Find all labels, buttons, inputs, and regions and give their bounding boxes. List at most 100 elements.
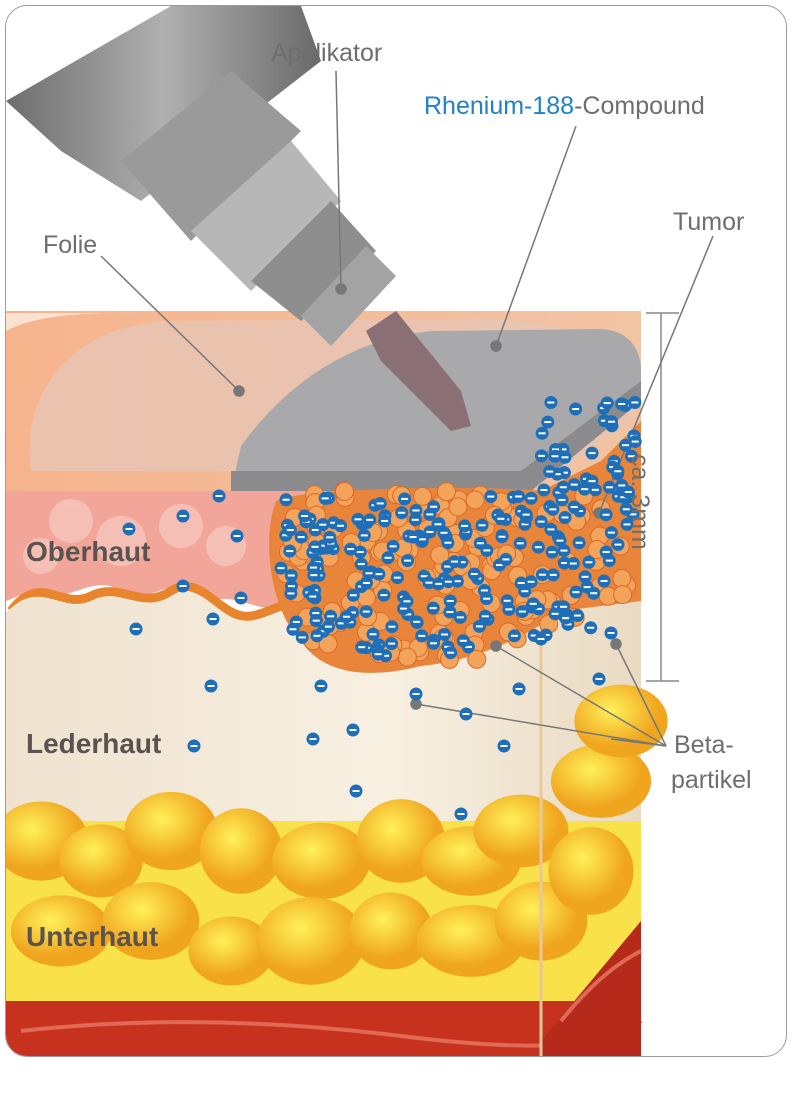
- beta-particle: [604, 526, 618, 540]
- beta-particle: [534, 515, 548, 529]
- depth-bracket: [646, 312, 679, 682]
- beta-particle: [567, 478, 581, 492]
- beta-particle: [323, 530, 337, 544]
- beta-particle: [230, 529, 244, 543]
- tumor-cell: [430, 545, 450, 565]
- beta-particle: [401, 554, 415, 568]
- beta-particle: [441, 536, 455, 550]
- layer-label-dermis: Lederhaut: [26, 728, 162, 759]
- beta-particle: [619, 502, 633, 516]
- fat-cell: [124, 791, 218, 871]
- beta-particle: [398, 492, 412, 506]
- beta-particle: [448, 555, 462, 569]
- beta-particle: [409, 503, 423, 517]
- beta-particle: [543, 465, 557, 479]
- label-tumor: Tumor: [673, 208, 745, 236]
- beta-particle: [234, 591, 248, 605]
- fat-cell: [272, 822, 370, 900]
- beta-particle: [553, 534, 567, 548]
- beta-particle: [426, 636, 440, 650]
- beta-particle: [567, 500, 581, 514]
- tumor-cell: [467, 649, 487, 669]
- beta-particle: [534, 632, 548, 646]
- beta-particle: [351, 512, 365, 526]
- beta-particle: [599, 545, 613, 559]
- beta-particle: [545, 545, 559, 559]
- fat-cell: [256, 897, 366, 985]
- beta-particle: [611, 464, 625, 478]
- beta-particle: [515, 605, 529, 619]
- label-compound-isotope: Rhenium-188: [424, 92, 575, 120]
- beta-particle: [377, 588, 391, 602]
- beta-particle: [357, 528, 371, 542]
- beta-particle: [495, 530, 509, 544]
- tumor-cell: [612, 568, 632, 588]
- beta-particle: [385, 620, 399, 634]
- beta-particle: [578, 570, 592, 584]
- beta-particle: [443, 594, 457, 608]
- beta-particle: [605, 415, 619, 429]
- beta-particle: [294, 530, 308, 544]
- beta-particle: [307, 568, 321, 582]
- beta-particle: [526, 597, 540, 611]
- beta-particle: [582, 555, 596, 569]
- label-foil: Folie: [43, 231, 98, 259]
- beta-particle: [514, 576, 528, 590]
- beta-particle: [558, 510, 572, 524]
- beta-particle: [346, 588, 360, 602]
- beta-particle: [349, 784, 363, 798]
- beta-particle: [544, 396, 558, 410]
- skin-illustration: [6, 6, 714, 1056]
- beta-particle: [559, 611, 573, 625]
- beta-particle: [284, 586, 298, 600]
- beta-particles: [122, 395, 642, 821]
- diagram-frame: Applikator Rhenium-188-Compound Folie Tu…: [5, 5, 787, 1057]
- beta-particle: [459, 707, 473, 721]
- layer-label-epidermis: Oberhaut: [26, 536, 151, 567]
- beta-particle: [557, 544, 571, 558]
- beta-particle: [502, 602, 516, 616]
- beta-particle: [600, 396, 614, 410]
- beta-particle: [316, 518, 330, 532]
- beta-particle: [346, 723, 360, 737]
- beta-particle: [354, 557, 368, 571]
- beta-particle: [531, 540, 545, 554]
- beta-particle: [524, 491, 538, 505]
- beta-particle: [512, 489, 526, 503]
- beta-particle: [409, 687, 423, 701]
- beta-particle: [599, 508, 613, 522]
- beta-particle: [359, 605, 373, 619]
- beta-particle: [620, 517, 634, 531]
- pointer-lines: [100, 70, 714, 747]
- label-compound-suffix: -Compound: [574, 92, 705, 120]
- beta-particle: [400, 594, 414, 608]
- beta-particle: [454, 807, 468, 821]
- beta-particle: [378, 514, 392, 528]
- beta-particle: [381, 551, 395, 565]
- beta-particle: [566, 557, 580, 571]
- beta-particle: [437, 526, 451, 540]
- beta-particle: [444, 646, 458, 660]
- fat-cell: [349, 892, 433, 970]
- layer-label-subcutis: Unterhaut: [26, 921, 159, 952]
- beta-particle: [467, 567, 481, 581]
- beta-particle: [279, 493, 293, 507]
- beta-particle: [472, 619, 486, 633]
- beta-particle: [497, 739, 511, 753]
- beta-particle: [597, 574, 611, 588]
- beta-particle: [572, 536, 586, 550]
- beta-particle: [286, 622, 300, 636]
- beta-particle: [410, 615, 424, 629]
- beta-particle: [408, 513, 422, 527]
- beta-particle: [340, 610, 354, 624]
- beta-particle: [426, 601, 440, 615]
- beta-particle: [295, 630, 309, 644]
- beta-particle: [422, 576, 436, 590]
- beta-particle: [537, 483, 551, 497]
- beta-particle: [544, 522, 558, 536]
- beta-particle: [366, 627, 380, 641]
- beta-particle: [122, 522, 136, 536]
- beta-particle: [548, 449, 562, 463]
- beta-particle: [541, 415, 555, 429]
- beta-particle: [363, 513, 377, 527]
